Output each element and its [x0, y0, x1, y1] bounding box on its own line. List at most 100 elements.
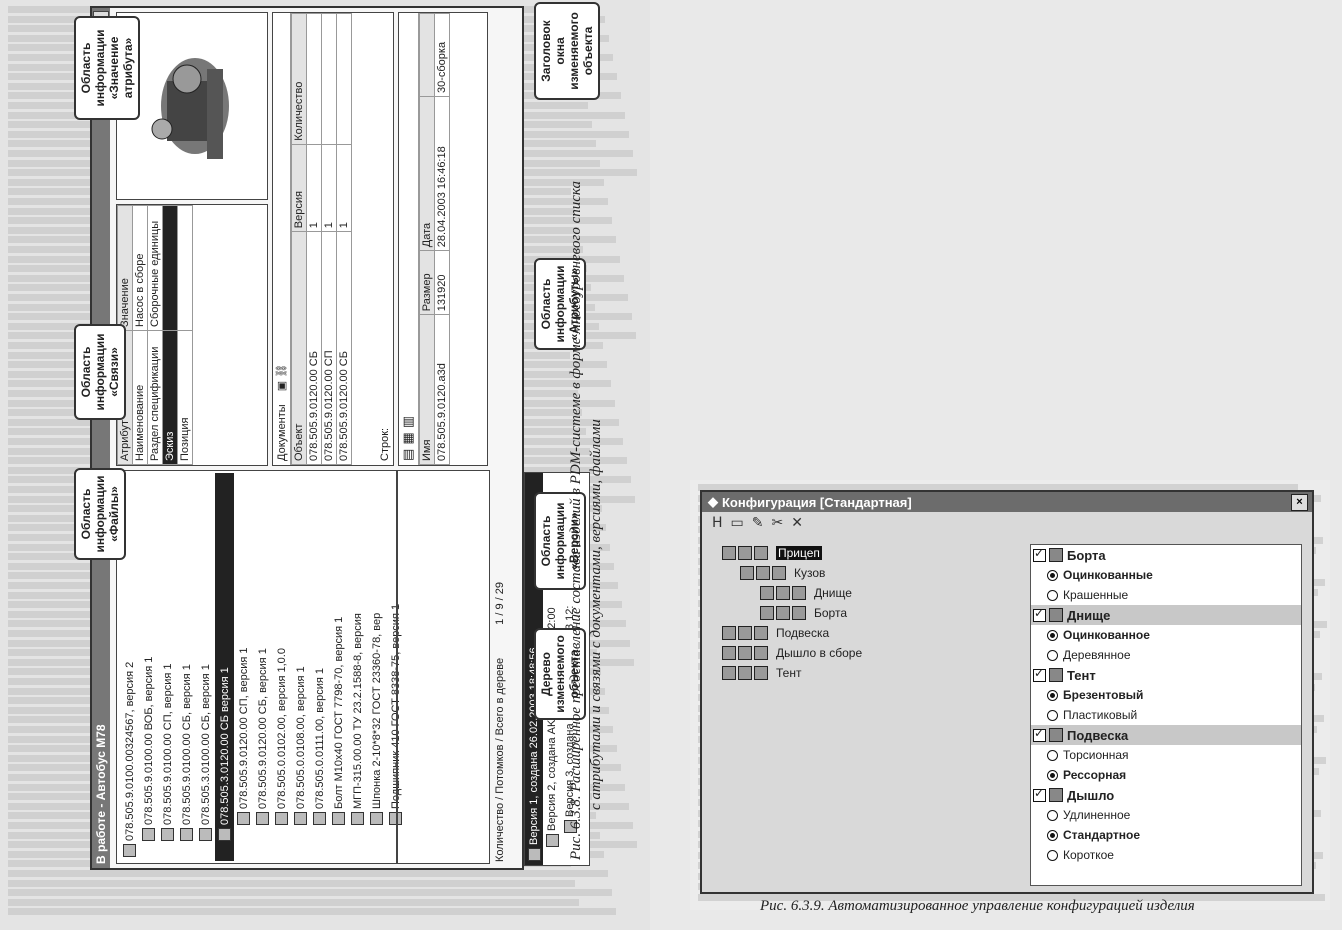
config-tree-item[interactable]: Кузов: [740, 564, 825, 582]
figure-6-3-8-caption-line2: с атрибутами и связями с документами, ве…: [588, 419, 604, 810]
attr-row[interactable]: Эскиз: [162, 205, 178, 465]
option-group[interactable]: Днище: [1031, 605, 1301, 625]
option-label: Торсионная: [1063, 748, 1129, 762]
option-group[interactable]: Борта: [1031, 545, 1301, 565]
option-label: Рессорная: [1063, 768, 1127, 782]
part-icon: [161, 828, 174, 841]
tree-item[interactable]: Болт М10х40 ГОСТ 7798-70, версия 1: [329, 473, 348, 861]
config-tree-item[interactable]: Дышло в сборе: [722, 644, 862, 662]
links-header-version[interactable]: Версия: [291, 144, 307, 232]
tree-status-label: Количество / Потомков / Всего в дереве: [494, 657, 506, 862]
option-item[interactable]: Стандартное: [1031, 825, 1301, 845]
tree-item[interactable]: 078.505.9.0100.00 СП, версия 1: [158, 473, 177, 861]
files-header-name[interactable]: Имя: [419, 314, 435, 465]
option-radio[interactable]: [1047, 689, 1058, 701]
group-checkbox[interactable]: [1033, 786, 1046, 802]
option-label: Крашенные: [1063, 588, 1129, 602]
tree-item[interactable]: МГП-315.00.00 ТУ 23.2.1588-8, версия: [348, 473, 367, 861]
group-checkbox[interactable]: [1033, 666, 1046, 682]
group-checkbox[interactable]: [1033, 606, 1046, 622]
file-view-icon[interactable]: ▤ ▦ ▥: [401, 415, 416, 461]
tree-item[interactable]: 078.505.0.0111.00, версия 1: [310, 473, 329, 861]
group-checkbox[interactable]: [1033, 726, 1046, 742]
part-icon: [776, 586, 790, 600]
config-tree-label: Борта: [814, 606, 847, 620]
attr-row[interactable]: Позиция: [177, 205, 193, 465]
tool-icon[interactable]: ✂: [771, 515, 784, 531]
config-tree-item[interactable]: Днище: [760, 584, 852, 602]
tree-item[interactable]: 078.505.9.0120.00 СБ, версия 1: [253, 473, 272, 861]
attr-header-value[interactable]: Значение: [117, 205, 133, 331]
files-header-type[interactable]: [419, 13, 435, 97]
links-header-quantity[interactable]: Количество: [291, 13, 307, 145]
option-radio[interactable]: [1047, 589, 1058, 601]
option-group[interactable]: Тент: [1031, 665, 1301, 685]
files-header-size[interactable]: Размер: [419, 250, 435, 315]
close-button[interactable]: ×: [1291, 494, 1308, 511]
option-group[interactable]: Дышло: [1031, 785, 1301, 805]
option-item[interactable]: Деревянное: [1031, 645, 1301, 665]
option-item[interactable]: Пластиковый: [1031, 705, 1301, 725]
attr-cell: Сборочные единицы: [147, 205, 163, 331]
option-item[interactable]: Брезентовый: [1031, 685, 1301, 705]
config-tree-item[interactable]: Тент: [722, 664, 801, 682]
tab-documents[interactable]: Документы: [276, 404, 288, 461]
option-radio[interactable]: [1047, 709, 1058, 721]
attr-cell: Позиция: [177, 330, 193, 465]
option-item[interactable]: Крашенные: [1031, 585, 1301, 605]
configuration-title: Конфигурация [Стандартная]: [722, 494, 912, 510]
config-tree-item[interactable]: Подвеска: [722, 624, 829, 642]
option-label: Брезентовый: [1063, 688, 1144, 702]
tree-item[interactable]: Шпонка 2-10*8*32 ГОСТ 23360-78, вер: [367, 473, 386, 861]
option-item[interactable]: Оцинкованные: [1031, 565, 1301, 585]
option-group[interactable]: Подвеска: [1031, 725, 1301, 745]
option-radio[interactable]: [1047, 569, 1058, 581]
option-item[interactable]: Рессорная: [1031, 765, 1301, 785]
open-folder-icon[interactable]: ▭: [730, 515, 744, 531]
option-label: Оцинкованные: [1063, 568, 1153, 582]
link-icon[interactable]: ▣ ⛓: [276, 363, 288, 392]
part-icon: [738, 646, 752, 660]
pencil-icon[interactable]: ✎: [751, 515, 764, 531]
option-radio[interactable]: [1047, 849, 1058, 861]
option-item[interactable]: Короткое: [1031, 845, 1301, 865]
tree-item[interactable]: 078.505.9.0100.00 ВОБ, версия 1: [139, 473, 158, 861]
version-icon: [527, 848, 541, 861]
tree-item[interactable]: 078.505.0.0102.00, версия 1,0.0: [272, 473, 291, 861]
group-checkbox[interactable]: [1033, 546, 1046, 562]
tree-item[interactable]: 078.505.0.0108.00, версия 1: [291, 473, 310, 861]
tree-item[interactable]: 078.505.9.0100.00 СБ, версия 1: [177, 473, 196, 861]
figure-6-3-8-caption: Рис. 6.3.8. Расширенное представление со…: [568, 180, 584, 860]
delete-icon[interactable]: ✕: [791, 515, 803, 531]
files-header-date[interactable]: Дата: [419, 96, 435, 251]
option-radio[interactable]: [1047, 749, 1058, 761]
links-header-object[interactable]: Объект: [291, 231, 307, 465]
option-item[interactable]: Торсионная: [1031, 745, 1301, 765]
tree-item[interactable]: 078.505.3.0100.00 СБ, версия 1: [196, 473, 215, 861]
toolbar-h-button[interactable]: H: [712, 515, 723, 531]
tree-item-label: 078.505.9.0100.00 ВОБ, версия 1: [142, 656, 155, 825]
option-label: Удлиненное: [1063, 808, 1131, 822]
config-tree-item[interactable]: Прицеп: [722, 544, 822, 562]
config-tree-item[interactable]: Борта: [760, 604, 847, 622]
figure-6-3-8: В работе - Автобус М78 _ □ × 078.505.9.0…: [74, 0, 608, 870]
option-radio[interactable]: [1047, 649, 1058, 661]
tree-item-label: 078.505.9.0120.00 СБ, версия 1: [256, 648, 269, 809]
option-item[interactable]: Оцинкованное: [1031, 625, 1301, 645]
tree-item[interactable]: 078.505.3.0120.00 СБ версия 1: [215, 473, 234, 861]
assembly-icon: [772, 566, 786, 580]
tree-item[interactable]: 078.505.9.0120.00 СП, версия 1: [234, 473, 253, 861]
option-radio[interactable]: [1047, 829, 1058, 841]
option-radio[interactable]: [1047, 809, 1058, 821]
option-radio[interactable]: [1047, 769, 1058, 781]
assembly-icon: [754, 626, 768, 640]
option-radio[interactable]: [1047, 629, 1058, 641]
option-item[interactable]: Удлиненное: [1031, 805, 1301, 825]
